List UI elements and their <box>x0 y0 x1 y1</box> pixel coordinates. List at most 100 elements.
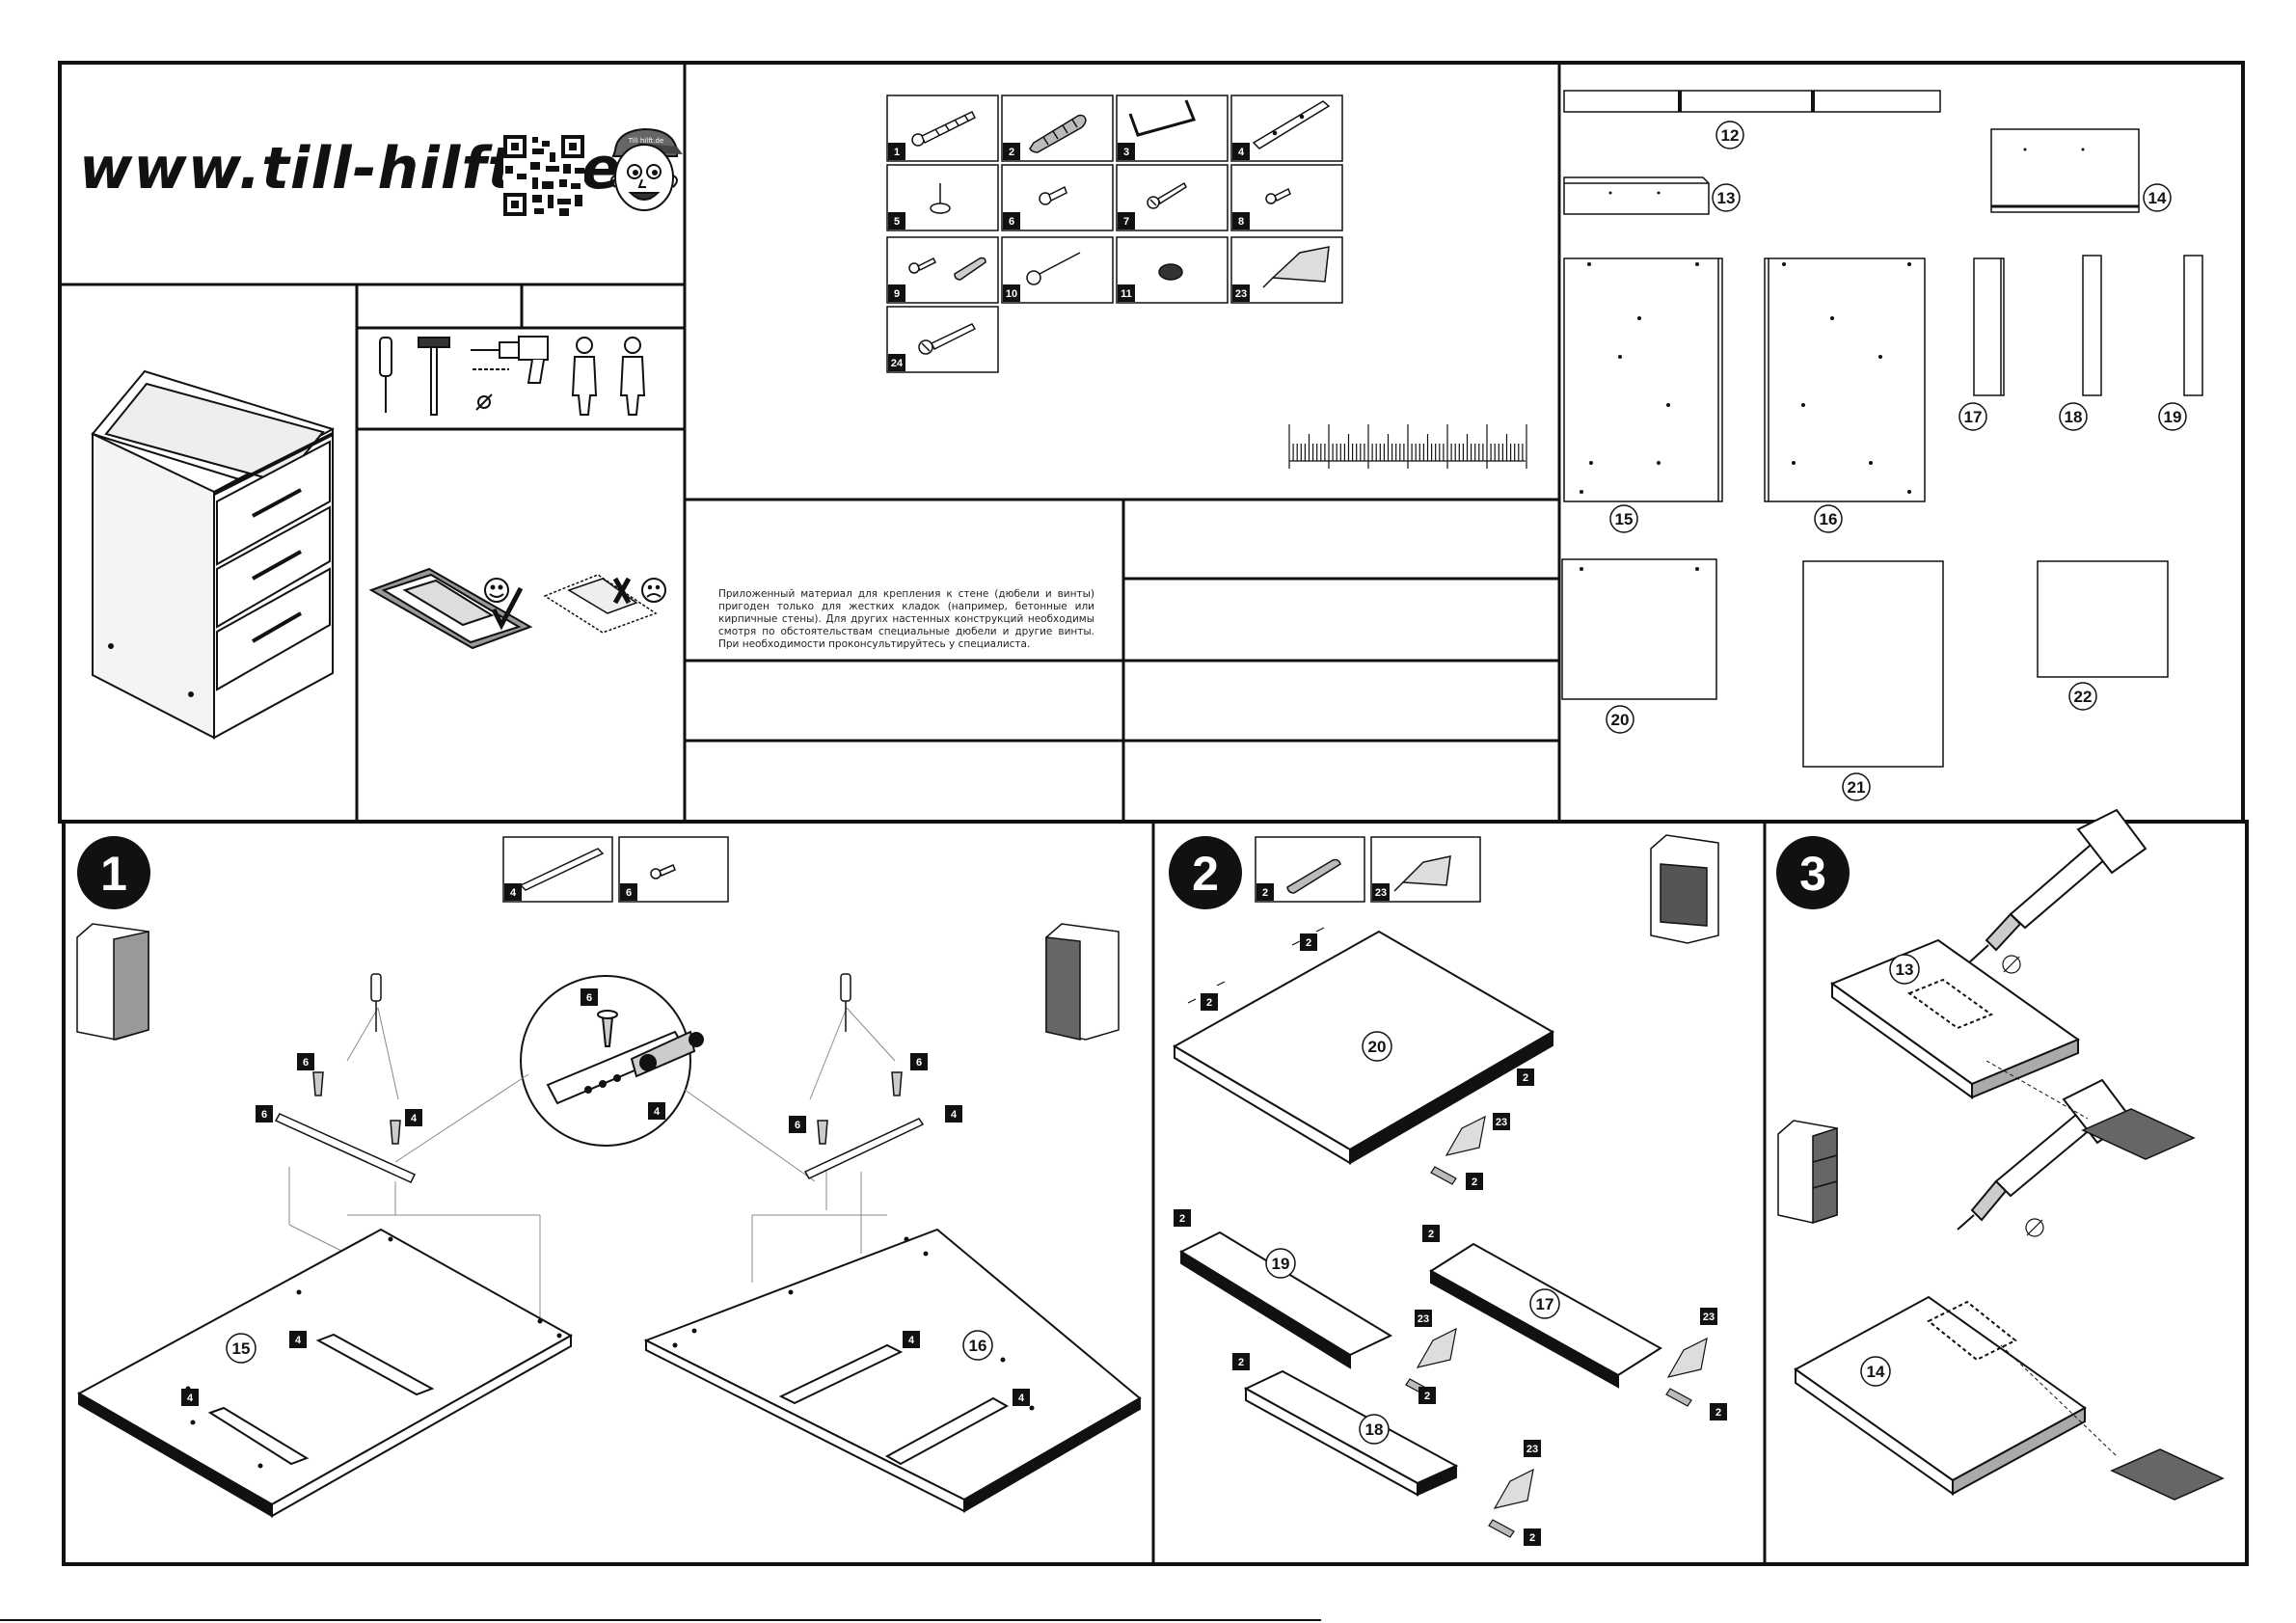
panel-label-18: 18 <box>2065 408 2083 426</box>
panel-18-drawing <box>2082 255 2102 396</box>
part-label-11: 11 <box>1121 288 1132 300</box>
drawer-rail-icon <box>1252 100 1331 149</box>
svg-text:6: 6 <box>916 1057 922 1068</box>
long-screw-icon <box>911 111 977 147</box>
step-3-panel-13: 13 <box>1896 960 1914 979</box>
nail-icon <box>1026 252 1081 285</box>
floor-protection-bad-icon <box>543 574 666 634</box>
wall-mount-notice: Приложенный материал для крепления к сте… <box>718 588 1094 650</box>
svg-text:6: 6 <box>795 1120 800 1131</box>
svg-text:2: 2 <box>1472 1177 1477 1188</box>
svg-text:2: 2 <box>1192 847 1219 901</box>
svg-text:6: 6 <box>303 1057 309 1068</box>
svg-text:23: 23 <box>1526 1444 1538 1455</box>
panel-12-drawing <box>1563 90 1941 113</box>
step-1-panel-16: 16 <box>969 1337 987 1355</box>
svg-text:2: 2 <box>1179 1213 1185 1225</box>
panel-label-21: 21 <box>1848 778 1866 797</box>
svg-text:23: 23 <box>1418 1313 1429 1325</box>
part-label-23: 23 <box>1235 288 1247 300</box>
svg-text:4: 4 <box>951 1109 958 1121</box>
svg-text:2: 2 <box>1238 1357 1244 1368</box>
panel-19-drawing <box>2183 255 2203 396</box>
step-2-badge <box>1169 836 1242 909</box>
panel-22-drawing <box>2037 560 2169 678</box>
mascot-logo-icon: Till hilft.de <box>610 127 683 211</box>
cover-cap-icon <box>1158 263 1183 281</box>
panel-label-20: 20 <box>1611 711 1630 729</box>
ruler-scale-icon <box>1288 424 1527 469</box>
part-label-6: 6 <box>1009 216 1014 228</box>
step-2-panel-20: 20 <box>1368 1038 1387 1056</box>
drill-icon <box>471 336 549 411</box>
step-2-panel-18: 18 <box>1365 1420 1384 1439</box>
step-3-panel-14: 14 <box>1867 1363 1885 1381</box>
svg-text:2: 2 <box>1428 1229 1434 1240</box>
panel-20-drawing <box>1561 558 1717 700</box>
panel-label-22: 22 <box>2074 688 2093 706</box>
svg-text:4: 4 <box>1018 1393 1025 1404</box>
hammer-icon <box>418 337 450 416</box>
panel-14-drawing <box>1990 128 2140 213</box>
euro-screw-icon <box>1039 185 1067 205</box>
panel-label-16: 16 <box>1820 510 1838 528</box>
part-label-3: 3 <box>1123 147 1129 158</box>
step-1-badge <box>77 836 150 909</box>
part-label-10: 10 <box>1006 288 1017 300</box>
svg-text:23: 23 <box>1703 1312 1715 1323</box>
svg-text:2: 2 <box>1715 1407 1721 1419</box>
part-label-2: 2 <box>1009 147 1014 158</box>
panel-label-17: 17 <box>1964 408 1983 426</box>
panel-label-15: 15 <box>1615 510 1634 528</box>
panel-label-12: 12 <box>1721 126 1740 145</box>
svg-text:23: 23 <box>1496 1117 1507 1128</box>
panel-label-19: 19 <box>2164 408 2182 426</box>
svg-text:2: 2 <box>1529 1532 1535 1544</box>
part-label-5: 5 <box>894 216 900 228</box>
step-2-panel-19: 19 <box>1272 1255 1290 1273</box>
part-label-9: 9 <box>894 288 900 300</box>
qr-code-icon <box>503 135 584 216</box>
wood-screw-icon <box>1147 181 1187 209</box>
svg-text:2: 2 <box>1424 1391 1430 1402</box>
step-3-badge <box>1776 836 1850 909</box>
svg-text:4: 4 <box>187 1393 194 1404</box>
part-label-1: 1 <box>894 147 900 158</box>
glue-tube-icon <box>1262 246 1330 288</box>
svg-text:1: 1 <box>100 847 127 901</box>
part-label-8: 8 <box>1238 216 1244 228</box>
svg-text:6: 6 <box>586 992 592 1004</box>
cabinet-overview-drawing <box>91 369 335 740</box>
svg-text:23: 23 <box>1375 887 1387 899</box>
panel-13-drawing <box>1563 176 1710 215</box>
leveling-foot-icon <box>930 183 951 214</box>
handle-icon <box>1128 99 1197 137</box>
svg-text:2: 2 <box>1306 937 1311 949</box>
step-2-panel-17: 17 <box>1536 1295 1554 1313</box>
screw-and-dowel-icon <box>908 257 986 281</box>
floor-protection-good-icon <box>368 567 533 650</box>
svg-text:4: 4 <box>295 1335 302 1346</box>
svg-text:4: 4 <box>908 1335 915 1346</box>
part-label-24: 24 <box>891 358 904 369</box>
svg-text:2: 2 <box>1206 997 1212 1009</box>
panel-label-14: 14 <box>2148 189 2167 207</box>
svg-text:Till hilft.de: Till hilft.de <box>628 137 664 145</box>
svg-text:6: 6 <box>626 887 632 899</box>
panel-16-drawing <box>1764 257 1926 502</box>
short-screw-icon <box>1265 187 1291 204</box>
part-label-7: 7 <box>1123 216 1129 228</box>
part-label-4: 4 <box>1238 147 1245 158</box>
svg-text:2: 2 <box>1262 887 1268 899</box>
svg-text:4: 4 <box>411 1113 418 1124</box>
wooden-dowel-icon <box>1029 114 1087 153</box>
panel-21-drawing <box>1802 560 1944 768</box>
